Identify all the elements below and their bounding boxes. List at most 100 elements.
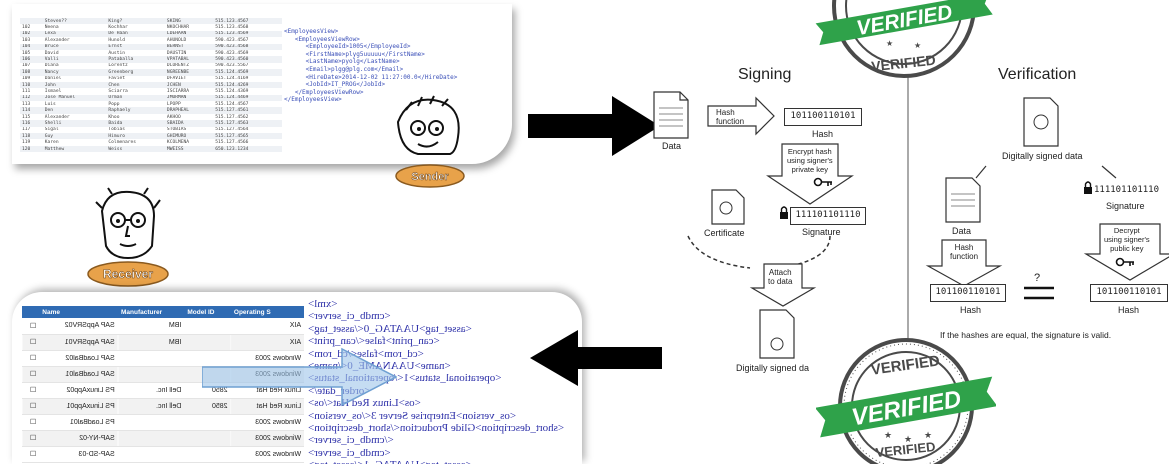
grid-column-header[interactable] (22, 306, 40, 318)
table-cell: Sciarra (108, 88, 128, 94)
table-cell: SBAIDA (164, 120, 214, 127)
table-cell (117, 366, 185, 382)
table-cell: 590.423.4568 (213, 43, 282, 50)
table-cell: 590.423.5567 (215, 63, 249, 69)
table-cell: 515.127.4562 (215, 114, 249, 120)
table-cell: IBM (117, 334, 185, 350)
table-cell (117, 430, 185, 446)
xml-line: <cmdb_ci_server> (308, 310, 391, 323)
table-cell: De Haan (106, 30, 165, 38)
table-cell: NKOCHHAR (166, 25, 190, 31)
hash-value-box: 101100110101 (784, 108, 862, 126)
grid-column-header[interactable]: Operating S (230, 306, 304, 318)
row-checkbox[interactable]: ☐ (22, 414, 40, 430)
row-checkbox[interactable]: ☐ (22, 350, 40, 366)
grid-column-header[interactable]: Name (39, 306, 118, 318)
table-cell: PS LoadBal01 (39, 414, 118, 430)
row-checkbox[interactable]: ☐ (22, 430, 40, 446)
xml-line: <EmployeesViewRow> (284, 35, 360, 43)
table-cell: SAP AppSRV02 (39, 318, 118, 334)
lock-icon (1084, 181, 1092, 194)
xml-line: </cmdb_ci_server> (308, 434, 394, 447)
table-cell: Nancy (42, 69, 107, 76)
table-cell: Raphaely (106, 107, 165, 114)
table-cell: Daniel (44, 76, 62, 82)
xml-line: </EmployeesView> (284, 96, 342, 104)
table-cell: BERNST (164, 43, 214, 50)
v-hash-left-label: Hash (960, 305, 982, 315)
table-cell: AKHOO (166, 114, 181, 120)
table-cell: DLORENTZ (166, 63, 190, 69)
table-cell: DRAPHEAL (164, 107, 214, 114)
verification-title: Verification (998, 66, 1077, 83)
xml-line: <EmployeesView> (284, 28, 339, 35)
table-cell: 118 (20, 133, 43, 140)
table-cell: 116 (20, 120, 43, 127)
table-cell: DFAVIET (166, 76, 187, 82)
table-cell: JMURMAN (164, 94, 214, 102)
table-cell: DAUSTIN (166, 50, 187, 56)
table-cell: Guy (42, 133, 107, 140)
table-cell: Matthew (42, 145, 107, 153)
grid-column-header[interactable]: Model ID (184, 306, 231, 318)
row-checkbox[interactable]: ☐ (22, 398, 40, 414)
table-cell: Himuro (106, 133, 165, 140)
table-cell: 590.423.4567 (215, 37, 249, 43)
v-signature-label: Signature (1106, 201, 1145, 211)
table-cell: 590.423.4560 (213, 56, 282, 63)
row-checkbox[interactable]: ☐ (22, 334, 40, 350)
table-cell: 117 (22, 127, 31, 133)
table-cell: 112 (20, 94, 43, 102)
v-data-label: Data (952, 226, 972, 236)
svg-text:★: ★ (904, 434, 912, 444)
table-cell: 107 (22, 63, 31, 69)
table-cell: Austin (108, 50, 125, 56)
grid-column-header[interactable]: Manufacturer (117, 306, 185, 318)
table-cell: 102 (22, 25, 31, 31)
table-cell: GHIMURO (164, 133, 214, 140)
v-hash-right-box: 101100110101 (1090, 284, 1168, 302)
key-icon (813, 177, 832, 187)
table-cell: 115 (22, 114, 31, 120)
row-checkbox[interactable]: ☐ (22, 366, 40, 382)
table-cell: Windows 2003 (230, 446, 304, 462)
hash-function-label: Hash function (716, 108, 745, 126)
table-cell: Valli (42, 56, 107, 63)
table-cell (184, 446, 231, 462)
table-cell: Bruce (42, 43, 107, 50)
stamp-top-arc-text: VERIFIED (871, 52, 937, 75)
table-cell: 120 (20, 145, 43, 153)
table-cell: Greenberg (106, 69, 165, 76)
table-cell: 515.124.4567 (215, 101, 249, 107)
table-cell: 106 (20, 56, 43, 63)
table-cell: Jose Manuel (42, 94, 107, 102)
xml-line: <Email>plgg@plg.com</Email> (284, 65, 404, 73)
v-signature-value: 111101101110 (1094, 185, 1160, 195)
table-cell: 515.123.4568 (215, 25, 249, 31)
table-cell: Alexander (44, 37, 70, 43)
table-cell: LDEHAAN (164, 30, 214, 38)
attach-label: Attach to data (768, 268, 793, 286)
lock-icon (780, 206, 788, 219)
table-cell: Colmenares (108, 140, 137, 146)
table-cell: 110 (20, 81, 43, 89)
table-cell: 113 (22, 101, 31, 107)
signed-data-left-label: Digitally signed da (736, 363, 810, 373)
row-checkbox[interactable]: ☐ (22, 382, 40, 398)
row-checkbox[interactable]: ☐ (22, 318, 40, 334)
row-checkbox[interactable]: ☐ (22, 446, 40, 462)
table-cell: Hunold (108, 37, 125, 43)
